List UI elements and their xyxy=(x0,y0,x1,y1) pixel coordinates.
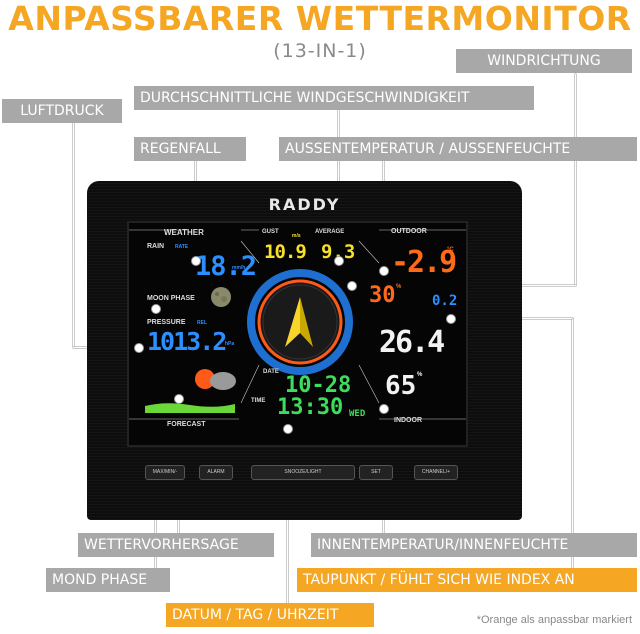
gust-value: 10.9 xyxy=(264,241,307,263)
snooze-light-button[interactable]: SNOOZE/LIGHT xyxy=(251,465,355,480)
time-value: 13:30 xyxy=(277,395,344,420)
pressure-rel-label: REL xyxy=(197,320,207,326)
rain-label: RAIN xyxy=(147,243,165,250)
forecast-label: FORECAST xyxy=(167,421,206,428)
callout-dot xyxy=(347,281,357,291)
leader-line xyxy=(575,74,576,286)
rain-rate-label: RATE xyxy=(175,244,189,250)
wind-direction-compass xyxy=(247,269,353,375)
alarm-button[interactable]: ALARM xyxy=(199,465,233,480)
grass-icon xyxy=(145,403,235,413)
gust-label: GUST xyxy=(262,229,279,235)
callout-wettervorhersage: WETTERVORHERSAGE xyxy=(78,533,274,557)
weather-station-device: RADDY WEATHER RAIN RATE 18.2 mm/h GUST m… xyxy=(87,181,522,520)
callout-dot xyxy=(283,424,293,434)
max-min-button[interactable]: MAX/MIN/- xyxy=(145,465,185,480)
pressure-value: 1013.2 xyxy=(147,327,227,356)
leader-line xyxy=(572,318,573,568)
brand-logo: RADDY xyxy=(268,195,341,214)
callout-dot xyxy=(191,256,201,266)
set-button[interactable]: SET xyxy=(359,465,393,480)
weekday-value: WED xyxy=(349,409,366,419)
callout-windrichtung: WINDRICHTUNG xyxy=(456,49,632,73)
dewpoint-value: 0.2 xyxy=(432,293,458,309)
outdoor-humidity-value: 30 xyxy=(369,283,396,308)
callout-durchschnitt-wind: DURCHSCHNITTLICHE WINDGESCHWINDIGKEIT xyxy=(134,86,534,110)
indoor-humidity-value: 65 xyxy=(385,371,417,401)
callout-dot xyxy=(134,343,144,353)
pressure-unit: hPa xyxy=(225,341,235,347)
average-label: AVERAGE xyxy=(315,229,345,235)
callout-dot xyxy=(334,256,344,266)
rain-unit: mm/h xyxy=(232,265,246,271)
page-subtitle: (13-IN-1) xyxy=(273,40,367,62)
callout-aussentemp: AUSSENTEMPERATUR / AUSSENFEUCHTE xyxy=(279,137,637,161)
indoor-temp-value: 26.4 xyxy=(379,325,445,360)
outdoor-label: OUTDOOR xyxy=(391,228,427,235)
date-label: DATE xyxy=(263,369,279,375)
callout-datum: DATUM / TAG / UHRZEIT xyxy=(166,603,374,627)
footnote: *Orange als anpassbar markiert xyxy=(476,614,632,626)
callout-dot xyxy=(174,394,184,404)
callout-dot xyxy=(379,266,389,276)
indoor-label: INDOOR xyxy=(394,417,422,424)
page-title: ANPASSBARER WETTERMONITOR xyxy=(8,0,632,38)
date-value: 10-28 xyxy=(285,373,352,398)
indoor-humidity-unit: % xyxy=(417,372,423,378)
pressure-label: PRESSURE xyxy=(147,319,186,326)
rain-value: 18.2 xyxy=(195,251,257,282)
callout-mondphase: MOND PHASE xyxy=(46,568,170,592)
leader-line xyxy=(73,122,74,348)
callout-taupunkt: TAUPUNKT / FÜHLT SICH WIE INDEX AN xyxy=(297,568,637,592)
outdoor-temp-unit: °C xyxy=(447,247,454,253)
time-label: TIME xyxy=(251,398,266,404)
callout-dot xyxy=(446,314,456,324)
outdoor-humidity-unit: % xyxy=(396,284,402,290)
moon-phase-label: MOON PHASE xyxy=(147,295,195,302)
sun-cloud-icon xyxy=(195,369,236,390)
lcd-screen: WEATHER RAIN RATE 18.2 mm/h GUST m/s 10.… xyxy=(127,221,468,447)
outdoor-temp-value: -2.9 xyxy=(391,245,457,280)
average-value: 9.3 xyxy=(321,241,356,263)
callout-dot xyxy=(379,404,389,414)
screen-segment-lines xyxy=(129,229,466,420)
callout-innentemp: INNENTEMPERATUR/INNENFEUCHTE xyxy=(311,533,637,557)
gust-unit: m/s xyxy=(292,233,301,239)
weather-label: WEATHER xyxy=(164,228,204,237)
callout-dot xyxy=(151,304,161,314)
channel-button[interactable]: CHANNEL/+ xyxy=(414,465,458,480)
moon-icon xyxy=(211,287,231,307)
callout-regenfall: REGENFALL xyxy=(134,137,246,161)
callout-luftdruck: LUFTDRUCK xyxy=(2,99,122,123)
